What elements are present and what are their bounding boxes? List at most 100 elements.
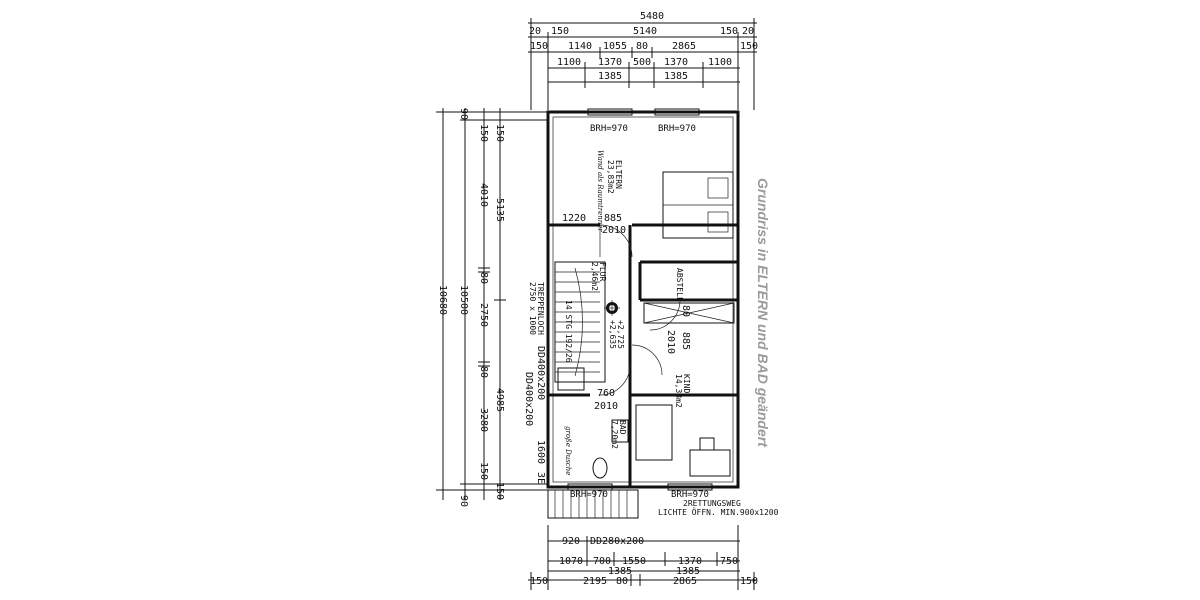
dim-1600: 1600 (535, 440, 546, 464)
dim-left-c3-g: 150 (478, 462, 489, 480)
bottom-dimension-chains: 920 DD280x200 1070 700 1550 1370 750 138… (528, 525, 758, 590)
room-area-kind: 14,38m2 (674, 374, 683, 408)
desk (689, 449, 731, 477)
dim-80: 80 (680, 305, 691, 317)
room-name-eltern: ELTERN (614, 160, 623, 189)
top-dimension-chains: 5480 20 150 5140 150 20 150 1140 1055 80… (528, 11, 758, 110)
furniture (592, 171, 735, 479)
window-top-left (587, 108, 633, 116)
room-area-eltern: 23,83m2 (606, 160, 615, 194)
dim-left-90-bottom: 90 (458, 495, 469, 507)
chair (699, 437, 715, 451)
stair-text: 14 STG 192/26 (564, 300, 573, 363)
dim-left-10500: 10500 (458, 285, 469, 315)
dim-bottom-4-e: 150 (740, 576, 758, 587)
dim-bottom-3-a: 1385 (608, 566, 632, 577)
room-area-flur: 2,46m2 (590, 262, 599, 291)
dim-top-3-e: 2865 (672, 41, 696, 52)
dim-bottom-4-b: 2195 (583, 576, 607, 587)
dim-left-c4-a: 150 (494, 124, 505, 142)
dim-885-a: 885 (604, 213, 622, 224)
dim-left-c4-d: 150 (494, 482, 505, 500)
wardrobe (643, 302, 735, 324)
brh-top-left: BRH=970 (590, 124, 628, 134)
ventil-mark: 3E (535, 472, 546, 484)
dim-left-c3-c: 80 (478, 272, 489, 284)
room-note-bad: große Dusche (564, 426, 572, 475)
dim-top-2-a: 20 (529, 26, 541, 37)
level-2: +2,635 (608, 320, 617, 349)
dim-top-4-c: 500 (633, 57, 651, 68)
dim-bottom-4-a: 150 (530, 576, 548, 587)
plan-caption: Grundriss in ELTERN und BAD geändert (755, 178, 771, 448)
dim-885-b: 885 (680, 332, 691, 350)
building-walls (546, 110, 740, 489)
dim-bottom-2-c: 1550 (622, 556, 646, 567)
staircase (554, 261, 606, 391)
brh-bottom-left: BRH=970 (570, 490, 608, 500)
dim-top-2-b: 150 (551, 26, 569, 37)
dim-left-c4-b: 5135 (494, 198, 505, 222)
dim-top-2-d: 150 (720, 26, 738, 37)
dim-bottom-1-a: 920 (562, 536, 580, 547)
rettungsweg-2: LICHTE ÖFFN. MIN.900x1200 (658, 507, 779, 517)
dim-2010-a: 2010 (602, 225, 626, 236)
room-area-bad: 7,20m2 (610, 420, 619, 449)
brh-bottom-right: BRH=970 (671, 490, 709, 500)
dim-top-3-c: 1055 (603, 41, 627, 52)
balcony-grid (547, 489, 639, 519)
level-marker (604, 300, 620, 316)
dim-top-3-f: 150 (740, 41, 758, 52)
dim-left-c3-f: 3280 (478, 408, 489, 432)
dim-1220: 1220 (562, 213, 586, 224)
window-top-right (654, 108, 700, 116)
rettungsweg-1: 2RETTUNGSWEG (683, 499, 741, 508)
washbasin (611, 419, 629, 443)
room-name-flur: FLUR (598, 262, 607, 281)
dim-2010-c: 2010 (665, 330, 676, 354)
dim-top-4-e: 1100 (708, 57, 732, 68)
dim-2010-b: 2010 (594, 401, 618, 412)
dim-top-4-b: 1370 (598, 57, 622, 68)
dim-left-c3-b: 4010 (478, 183, 489, 207)
dim-top-4-a: 1100 (557, 57, 581, 68)
dim-left-c3-a: 150 (478, 124, 489, 142)
window-bottom-right (667, 483, 713, 491)
room-name-bad: BAD (618, 420, 627, 435)
dim-top-5-a: 1385 (598, 71, 622, 82)
dim-bottom-2-a: 1070 (559, 556, 583, 567)
dim-760: 760 (597, 388, 615, 399)
dim-top-3-d: 80 (636, 41, 648, 52)
level-1: +2,725 (616, 320, 625, 349)
room-name-treppenloch: TREPPENLOCH (536, 282, 545, 335)
dd-1: DD400x200 (535, 346, 546, 400)
dim-top-5-b: 1385 (664, 71, 688, 82)
dim-left-c4-c: 4985 (494, 388, 505, 412)
toilet (592, 457, 608, 479)
dim-left-total-height: 10680 (437, 285, 448, 315)
dim-top-3-a: 150 (530, 41, 548, 52)
dim-bottom-2-d: 1370 (678, 556, 702, 567)
dd-2: DD400x200 (523, 372, 534, 426)
dim-bottom-3-b: 1385 (676, 566, 700, 577)
dim-top-4-d: 1370 (664, 57, 688, 68)
brh-top-right: BRH=970 (658, 124, 696, 134)
dim-bottom-1-b: DD280x200 (590, 536, 644, 547)
dim-top-2-e: 20 (742, 26, 754, 37)
room-name-kind: KIND (682, 374, 691, 393)
dim-total-width: 5480 (640, 11, 664, 22)
dim-bottom-2-b: 700 (593, 556, 611, 567)
left-dimension-chains: 90 10680 90 10500 150 4010 80 2750 80 32… (436, 108, 548, 507)
room-name-abstell: ABSTELL (675, 268, 684, 302)
dim-bottom-4-d: 2865 (673, 576, 697, 587)
dim-left-c3-e: 80 (478, 366, 489, 378)
dim-bottom-2-e: 750 (720, 556, 738, 567)
dim-top-2-c: 5140 (633, 26, 657, 37)
dim-bottom-4-c: 80 (616, 576, 628, 587)
room-size-treppenloch: 2750 x 1000 (528, 282, 537, 335)
kind-bed (635, 404, 673, 461)
dim-left-c3-d: 2750 (478, 303, 489, 327)
room-note-eltern: Wand als Raumtrenner (596, 150, 604, 232)
dim-left-90-top: 90 (458, 108, 469, 120)
